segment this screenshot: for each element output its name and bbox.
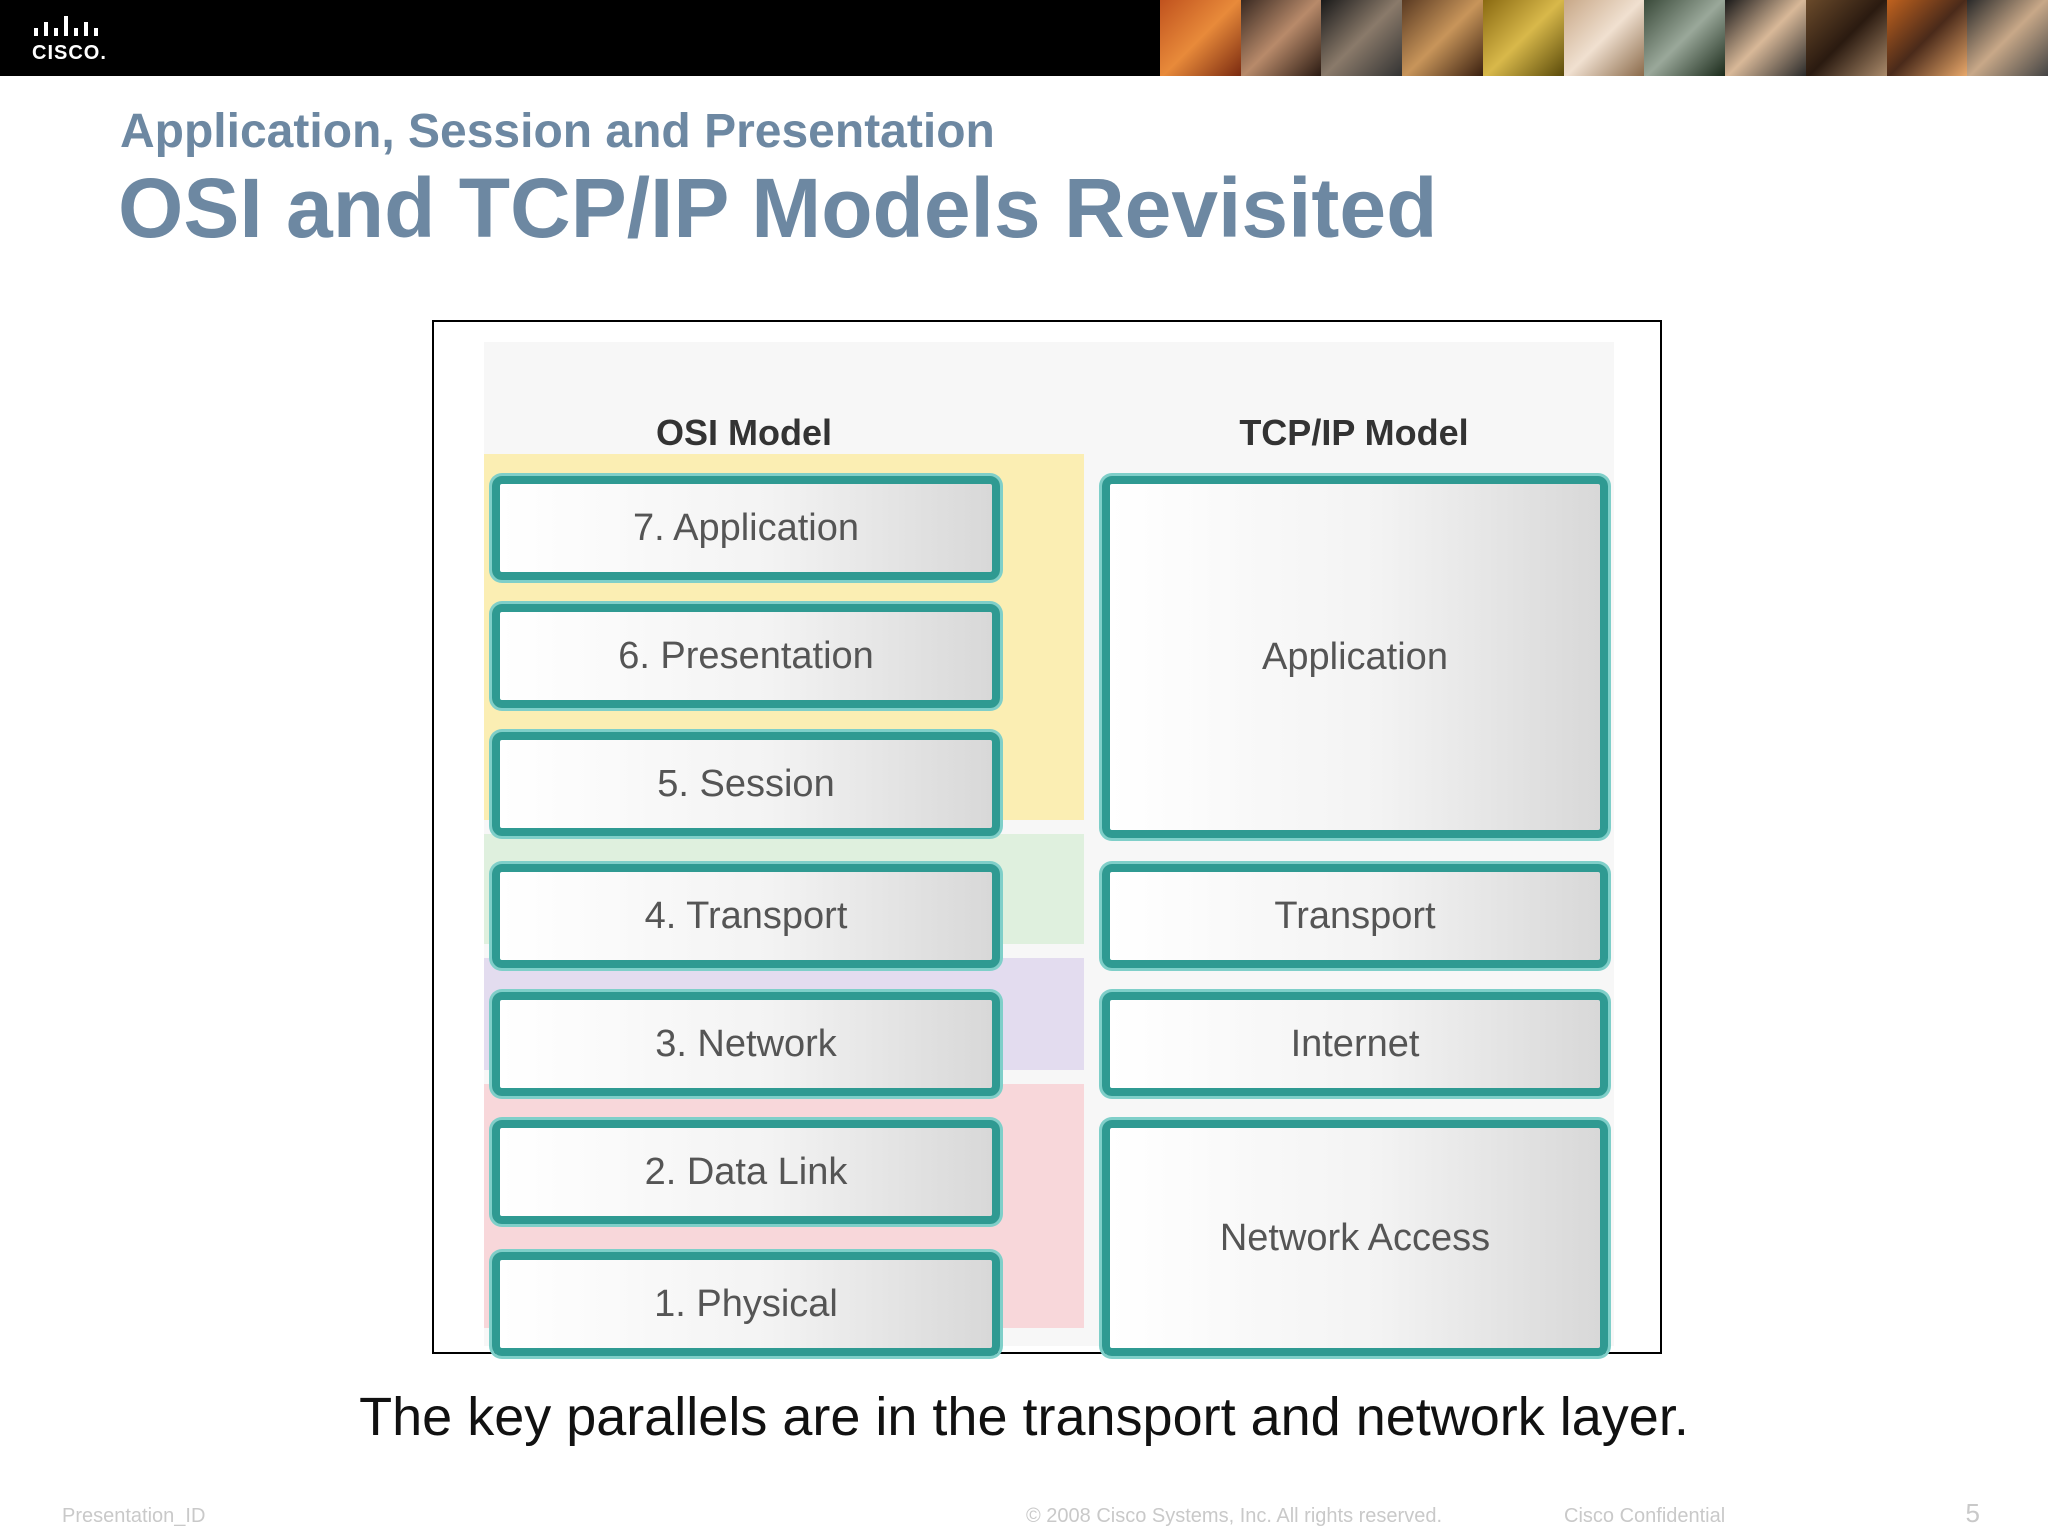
tcpip-layer-label: Internet <box>1290 1022 1420 1065</box>
tcpip-model-header: TCP/IP Model <box>1239 412 1469 453</box>
tcpip-layer-internet: Internet <box>1102 992 1608 1096</box>
footer-confidential: Cisco Confidential <box>1564 1505 1726 1527</box>
osi-layer-physical: 1. Physical <box>492 1252 1000 1356</box>
osi-layer-label: 7. Application <box>632 506 860 549</box>
tcpip-layer-label: Transport <box>1274 894 1436 937</box>
osi-layer-application: 7. Application <box>492 476 1000 580</box>
osi-layer-presentation: 6. Presentation <box>492 604 1000 708</box>
cisco-logo-text: CISCO. <box>32 42 107 64</box>
tcpip-layer-network-access: Network Access <box>1102 1120 1608 1356</box>
osi-layer-label: 2. Data Link <box>644 1150 848 1193</box>
osi-tcpip-diagram: OSI Model TCP/IP Model 7. Application 6.… <box>432 320 1662 1356</box>
tcpip-layer-transport: Transport <box>1102 864 1608 968</box>
footer-copyright: © 2008 Cisco Systems, Inc. All rights re… <box>1026 1505 1443 1527</box>
tcpip-layer-label: Network Access <box>1219 1216 1491 1259</box>
footer-presentation-id: Presentation_ID <box>62 1505 206 1527</box>
osi-layer-label: 6. Presentation <box>618 634 874 677</box>
osi-model-header: OSI Model <box>655 412 832 453</box>
header-bar: CISCO. <box>0 0 2048 76</box>
osi-layer-label: 3. Network <box>655 1022 837 1065</box>
osi-layer-label: 1. Physical <box>654 1282 838 1325</box>
osi-layer-transport: 4. Transport <box>492 864 1000 968</box>
header-photo-strip <box>1160 0 2048 76</box>
diagram-canvas: OSI Model TCP/IP Model 7. Application 6.… <box>484 342 1614 1356</box>
osi-layer-label: 5. Session <box>657 762 835 805</box>
cisco-logo: CISCO. <box>28 12 120 66</box>
tcpip-layer-label: Application <box>1262 635 1448 678</box>
cisco-bars-icon <box>34 16 98 36</box>
osi-layer-data-link: 2. Data Link <box>492 1120 1000 1224</box>
slide-caption: The key parallels are in the transport a… <box>359 1387 1689 1447</box>
page-number: 5 <box>1965 1498 1980 1528</box>
osi-layer-session: 5. Session <box>492 732 1000 836</box>
osi-layer-network: 3. Network <box>492 992 1000 1096</box>
slide-title: OSI and TCP/IP Models Revisited <box>118 161 1438 255</box>
tcpip-layer-application: Application <box>1102 476 1608 838</box>
osi-layer-label: 4. Transport <box>644 894 848 937</box>
slide-subtitle: Application, Session and Presentation <box>120 105 995 158</box>
